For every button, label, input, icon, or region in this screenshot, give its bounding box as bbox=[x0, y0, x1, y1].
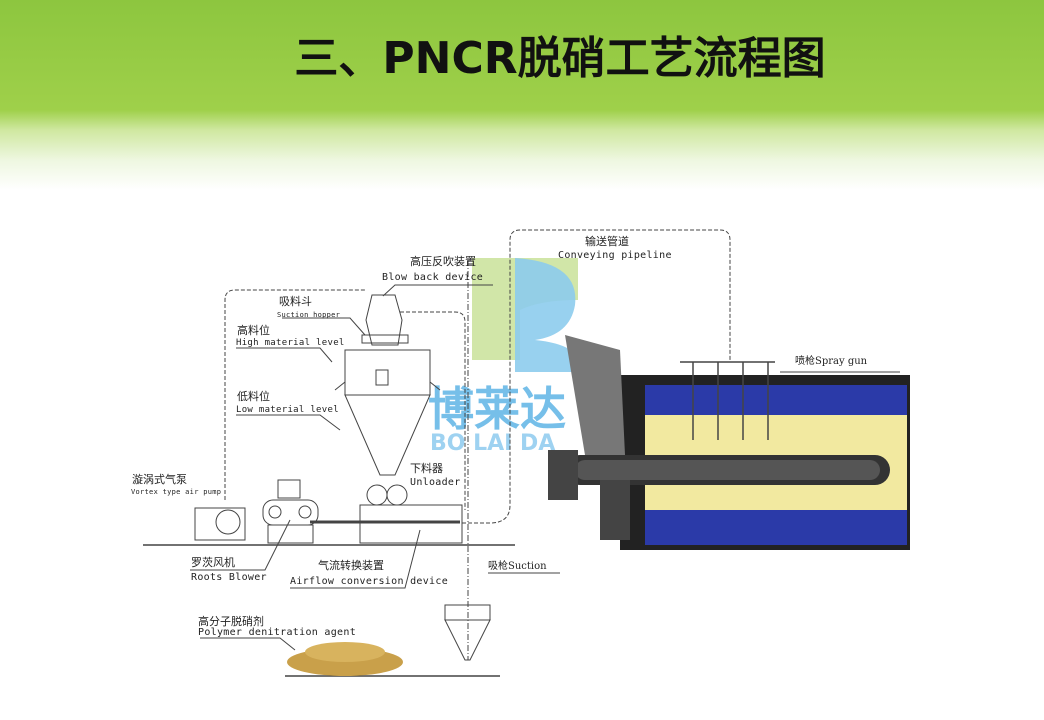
label-conveying-en: Conveying pipeline bbox=[558, 250, 672, 261]
label-vortex-pump-en: Vortex type air pump bbox=[131, 488, 222, 496]
label-vortex-pump-cn: 漩涡式气泵 bbox=[132, 473, 187, 486]
label-suction: 吸枪Suction bbox=[488, 561, 547, 572]
label-conveying-cn: 输送管道 bbox=[585, 235, 629, 248]
svg-text:博莱达: 博莱达 bbox=[428, 382, 566, 436]
label-roots-blower-en: Roots Blower bbox=[191, 572, 267, 583]
label-unloader-en: Unloader bbox=[410, 477, 461, 488]
label-airflow-cn: 气流转换装置 bbox=[318, 559, 384, 572]
header-band bbox=[0, 0, 1044, 190]
label-roots-blower-cn: 罗茨风机 bbox=[191, 556, 235, 569]
label-spray-gun: 喷枪Spray gun bbox=[795, 356, 868, 367]
furnace bbox=[548, 335, 910, 550]
label-high-level-cn: 高料位 bbox=[237, 324, 270, 337]
label-polymer-en: Polymer denitration agent bbox=[198, 627, 357, 638]
label-airflow-en: Airflow conversion device bbox=[290, 576, 449, 587]
label-suction-hopper-cn: 吸料斗 bbox=[279, 295, 312, 308]
label-high-level-en: High material level bbox=[236, 338, 345, 348]
slide-title: 三、PNCR脱硝工艺流程图 bbox=[294, 33, 826, 84]
label-polymer-cn: 高分子脱硝剂 bbox=[198, 615, 264, 628]
label-blow-back-cn: 高压反吹装置 bbox=[410, 255, 476, 268]
label-low-level-cn: 低料位 bbox=[237, 390, 270, 403]
watermark-logo: 博莱达 BO LAI DA bbox=[428, 258, 581, 456]
label-suction-hopper-en: Suction hopper bbox=[277, 311, 341, 319]
label-unloader-cn: 下料器 bbox=[410, 462, 443, 475]
label-low-level-en: Low material level bbox=[236, 405, 339, 415]
svg-text:BO LAI DA: BO LAI DA bbox=[430, 431, 555, 456]
label-blow-back-en: Blow back device bbox=[382, 272, 484, 283]
